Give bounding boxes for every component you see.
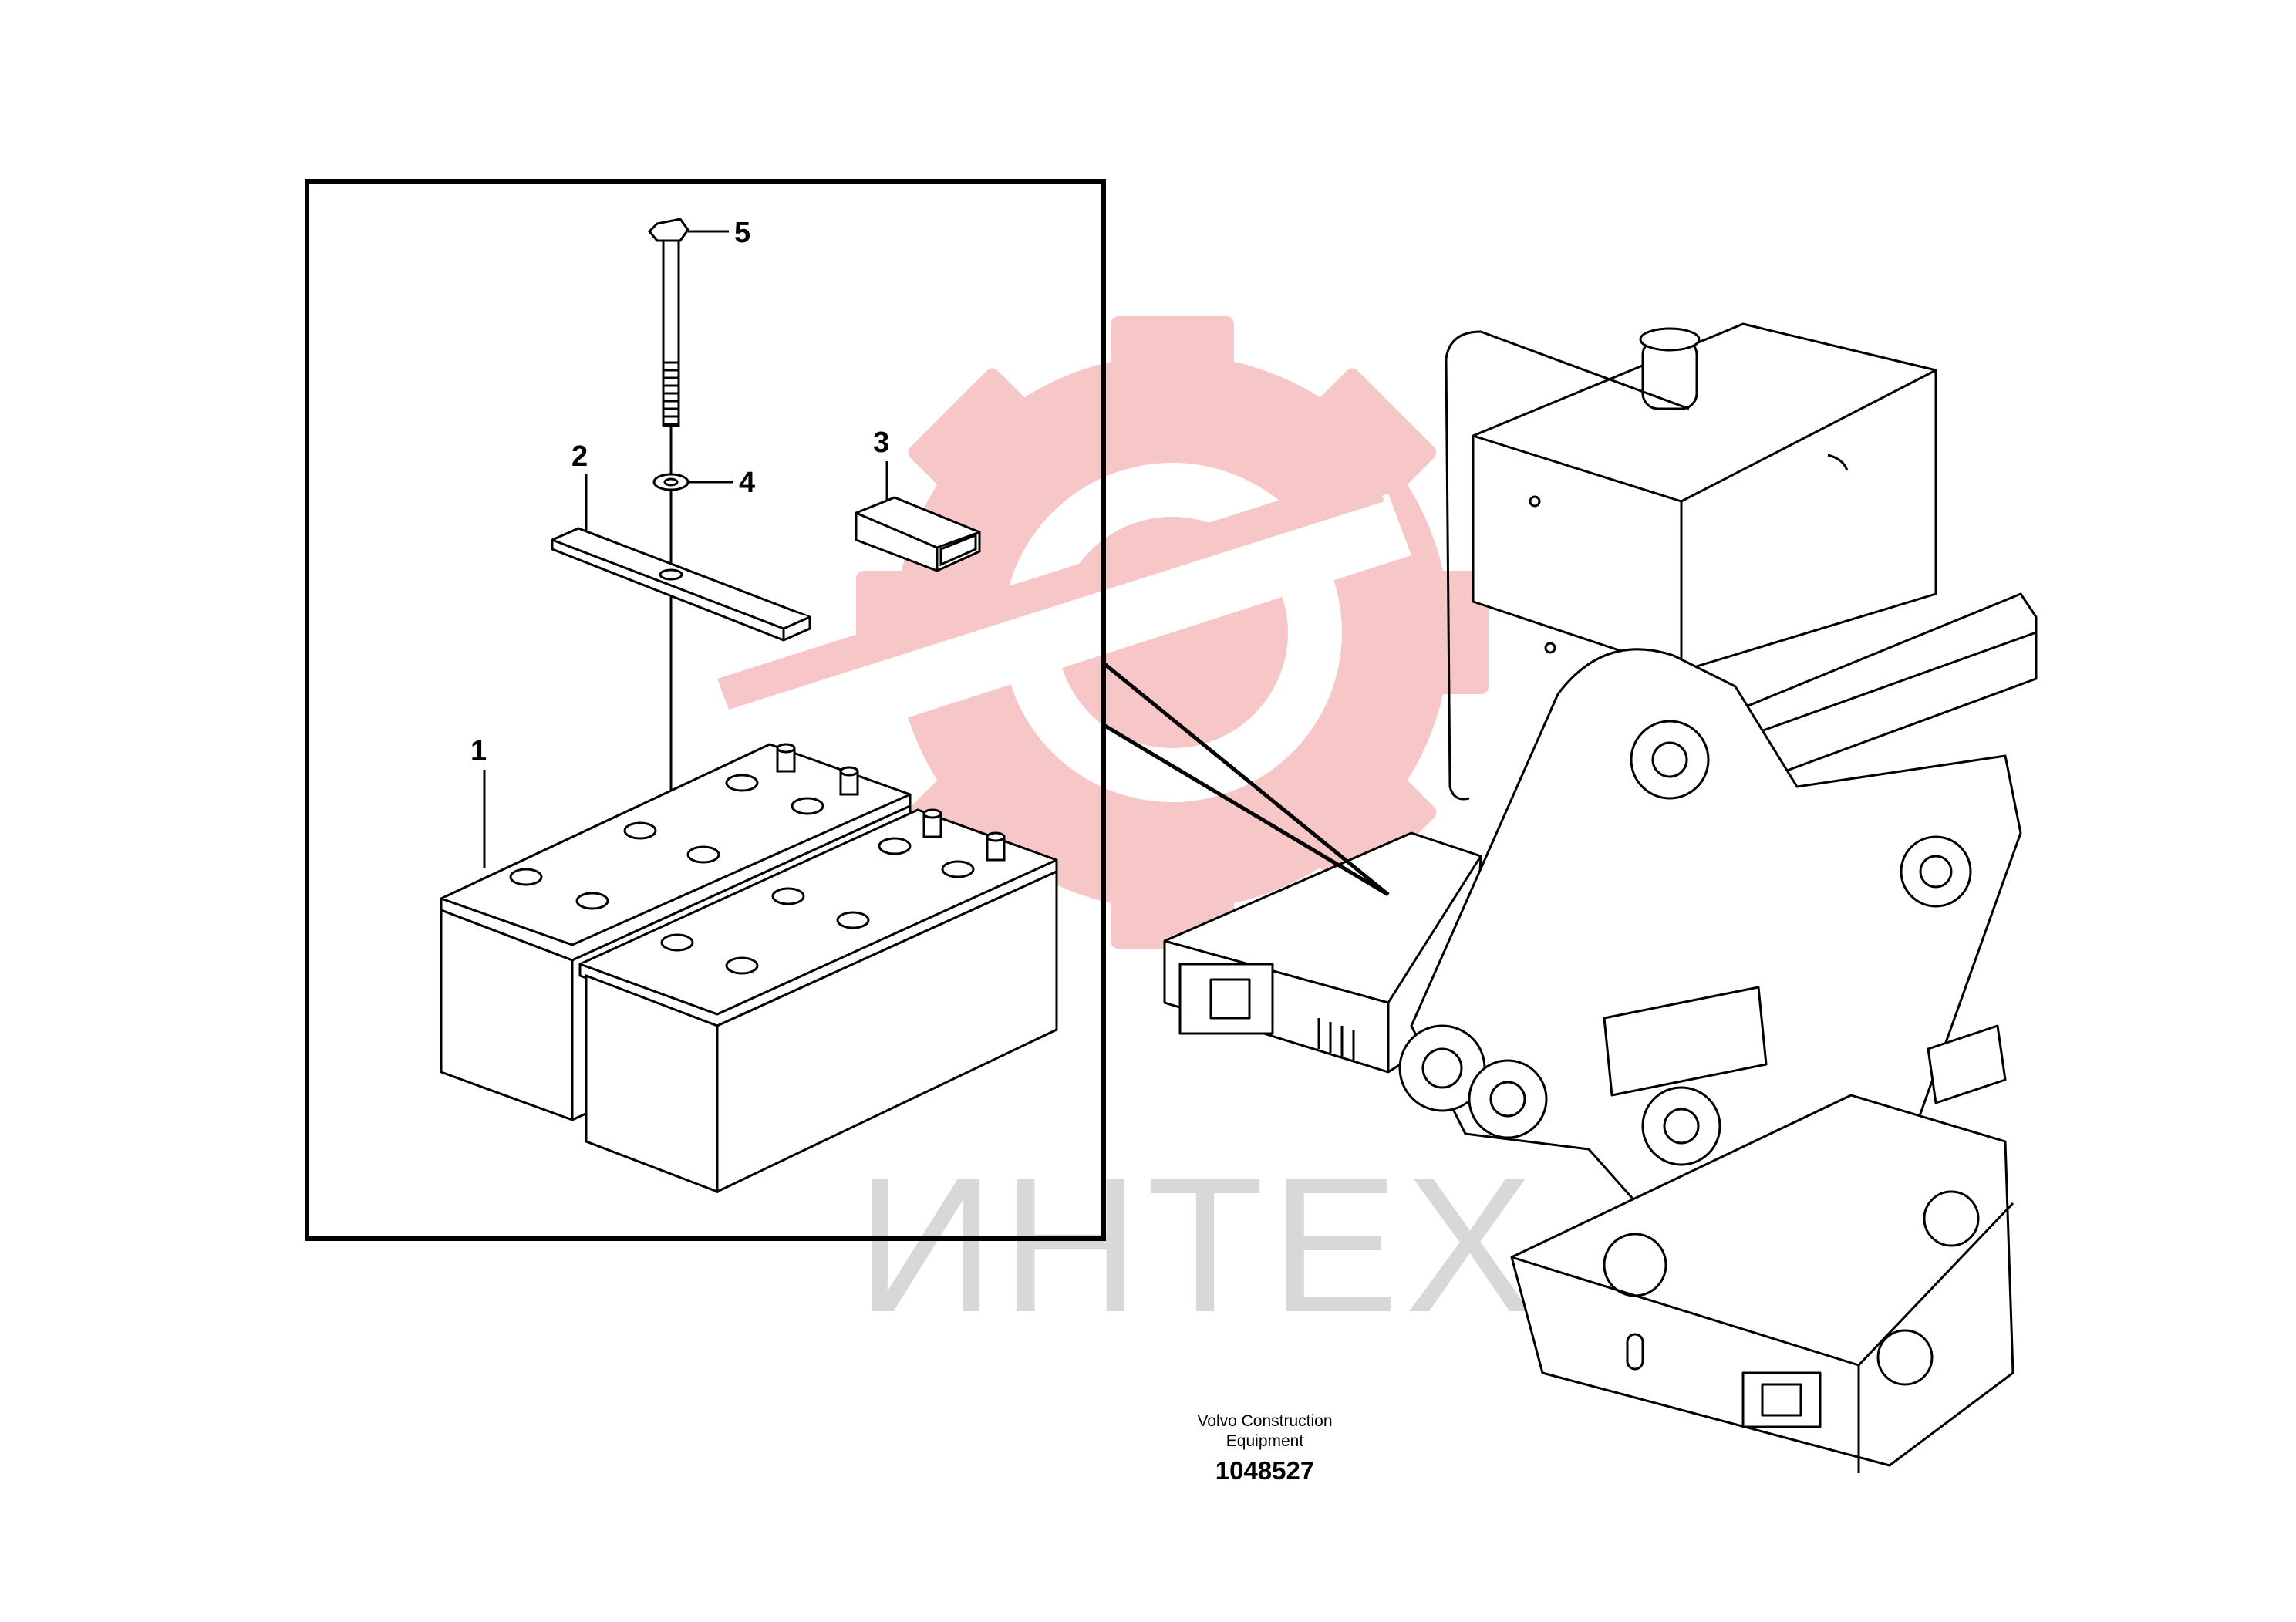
battery [440,743,1058,1194]
callout-leaders [483,230,888,868]
callout-5: 5 [734,217,750,249]
terminal-cover [855,496,981,572]
drawing-caption: Volvo Construction Equipment 1048527 [1134,1411,1396,1485]
washer [652,473,689,491]
detail-leader-lines [1102,662,1390,897]
detail-frame [305,179,1106,1241]
caption-manufacturer-line2: Equipment [1226,1432,1304,1450]
callout-2: 2 [571,440,588,473]
battery-hold-down-strap [551,527,811,642]
machine-frame-drawing [1163,322,2038,1473]
bolt [647,218,689,427]
drawing-number: 1048527 [1215,1456,1315,1485]
watermark-logo [694,316,1489,949]
callout-1: 1 [470,735,487,767]
watermark-text: ИНТЕХ [856,1137,1539,1352]
caption-manufacturer-line1: Volvo Construction [1197,1412,1333,1430]
callout-4: 4 [739,467,755,499]
callout-3: 3 [873,427,889,459]
